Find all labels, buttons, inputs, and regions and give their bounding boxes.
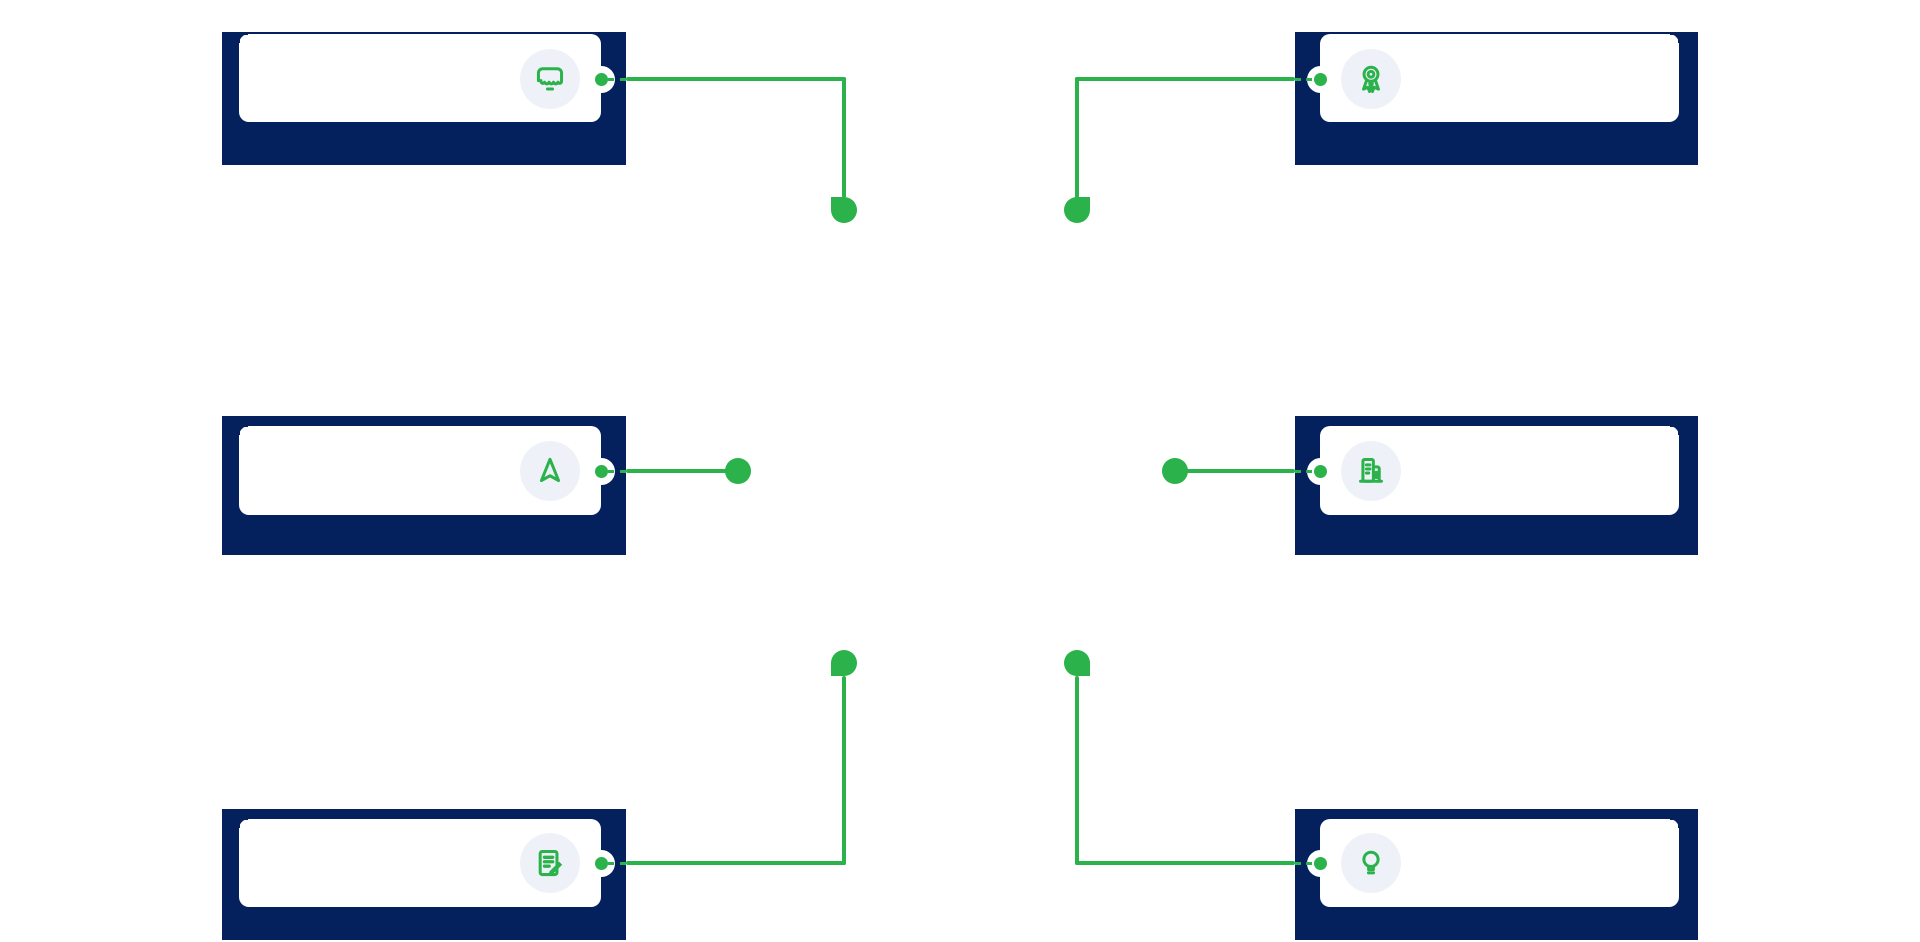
connector-vline-top-left	[842, 77, 846, 198]
connector-vline-bottom-right	[1075, 676, 1079, 865]
connector-end-marker-top-right	[1064, 197, 1090, 223]
connector-end-marker-bottom-right	[1064, 650, 1090, 676]
icon-circle	[520, 49, 580, 109]
flow-node-middle-left	[222, 416, 626, 555]
connector-dash-middle-right	[1295, 469, 1312, 473]
connector-dot	[594, 856, 608, 870]
icon-circle	[1341, 49, 1401, 109]
connector-dash-bottom-right	[1295, 861, 1312, 865]
flow-node-bottom-right	[1295, 809, 1698, 940]
connector-dot	[1313, 72, 1327, 86]
flow-node-top-right	[1295, 32, 1698, 165]
card-corner-mark	[238, 818, 248, 828]
icon-circle	[1341, 441, 1401, 501]
connector-dot	[1313, 856, 1327, 870]
node-card	[1306, 818, 1680, 907]
node-card	[1306, 425, 1680, 515]
card-corner-mark	[1670, 33, 1680, 43]
connector-hline-top-right	[1075, 77, 1295, 81]
connector-vline-bottom-left	[842, 676, 846, 865]
icon-circle	[520, 441, 580, 501]
connector-end-marker-top-left	[831, 197, 857, 223]
connector-hline-top-left	[626, 77, 846, 81]
connector-hline-bottom-left	[626, 861, 846, 865]
office-building-icon	[1352, 452, 1390, 490]
card-corner-mark	[1670, 425, 1680, 435]
award-medal-icon	[1352, 60, 1390, 98]
lightbulb-icon	[1352, 844, 1390, 882]
flow-node-middle-right	[1295, 416, 1698, 555]
edit-note-icon	[531, 844, 569, 882]
connector-dash-top-left	[608, 77, 626, 81]
node-card	[238, 818, 615, 907]
connector-hline-bottom-right	[1075, 861, 1295, 865]
connector-dot	[1313, 464, 1327, 478]
connector-dash-middle-left	[608, 469, 626, 473]
connector-dash-bottom-left	[608, 861, 626, 865]
connector-dot	[594, 464, 608, 478]
icon-circle	[1341, 833, 1401, 893]
card-corner-mark	[1670, 818, 1680, 828]
connector-end-marker-middle-left	[725, 458, 751, 484]
connector-end-marker-bottom-left	[831, 650, 857, 676]
icon-circle	[520, 833, 580, 893]
card-corner-mark	[238, 33, 248, 43]
connector-dot	[594, 72, 608, 86]
navigation-arrow-icon	[531, 452, 569, 490]
node-card	[238, 33, 615, 122]
flow-node-top-left	[222, 32, 626, 165]
connector-end-marker-middle-right	[1162, 458, 1188, 484]
node-card	[238, 425, 615, 515]
connector-vline-top-right	[1075, 77, 1079, 198]
node-card	[1306, 33, 1680, 122]
flow-node-bottom-left	[222, 809, 626, 940]
connector-hline-middle-right	[1186, 469, 1295, 473]
connector-hline-middle-left	[626, 469, 727, 473]
connector-dash-top-right	[1295, 77, 1312, 81]
presentation-screen-icon	[531, 60, 569, 98]
card-corner-mark	[238, 425, 248, 435]
